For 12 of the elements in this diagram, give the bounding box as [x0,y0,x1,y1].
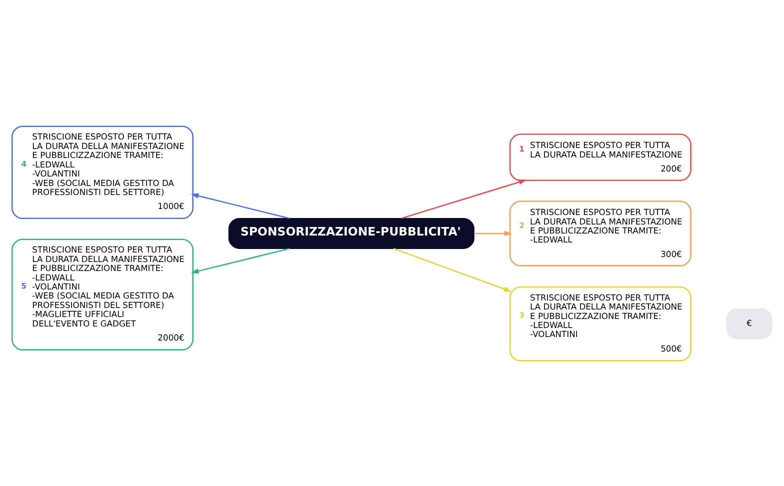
node-box: 5 STRISCIONE ESPOSTO PER TUTTA LA DURATA DELLA MANIFESTAZIONE E PUBBLICIZZAZIONE TRAMITE: -LEDWALL -VOLANTINI -WEB (SOCIAL MEDIA GESTITO DA PROFESSIONISTI DEL SETTORE) -MAGLIETTE UFFICIALI DELL'EVENTO E GADGET 2000€ [11,238,194,350]
node-box: 4 STRISCIONE ESPOSTO PER TUTTA LA DURATA DELLA MANIFESTAZIONE E PUBBLICIZZAZIONE TRAMITE: -LEDWALL -VOLANTINI -WEB (SOCIAL MEDIA GESTITO DA PROFESSIONISTI DEL SETTORE) 1000€ [11,125,194,219]
label: € [746,317,752,328]
arrow [393,248,512,292]
node-box: 2 STRISCIONE ESPOSTO PER TUTTA LA DURATA DELLA MANIFESTAZIONE E PUBBLICIZZAZIONE TRAMITE: -LEDWALL 300€ [509,200,692,266]
arrow [474,230,512,236]
node-box: 1 STRISCIONE ESPOSTO PER TUTTA LA DURATA DELLA MANIFESTAZIONE 200€ [509,133,692,180]
arrow [191,192,290,218]
arrow [401,179,526,218]
node-box: 3 STRISCIONE ESPOSTO PER TUTTA LA DURATA DELLA MANIFESTAZIONE E PUBBLICIZZAZIONE TRAMITE: -LEDWALL -VOLANTINI 500€ [509,286,692,361]
node-box: SPONSORIZZAZIONE-PUBBLICITA' [228,217,474,248]
arrow [191,247,290,274]
